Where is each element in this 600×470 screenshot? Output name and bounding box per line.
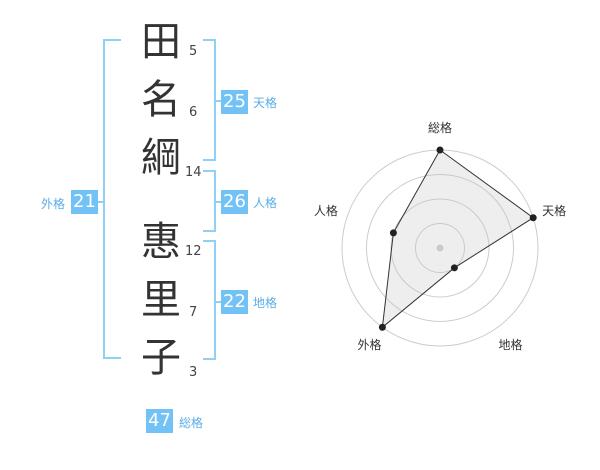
gaikaku-bracket-bottom [103, 297, 121, 359]
soukaku-label: 総格 [179, 416, 204, 430]
surname-char-1: 田 [141, 19, 181, 65]
given-char-2: 里 [141, 277, 181, 323]
stroke-count: 6 [189, 105, 198, 120]
gaikaku-bracket-line [103, 97, 105, 297]
radar-center [436, 244, 444, 252]
stroke-count: 12 [185, 244, 202, 259]
radar-ring [390, 198, 490, 298]
given-char-3: 子 [141, 335, 181, 381]
stroke-count: 3 [189, 365, 198, 380]
surname-char-3: 綱 [141, 135, 181, 181]
chikaku-value-badge: 22 [221, 290, 248, 314]
radar-ring [366, 174, 514, 322]
radar-ring [415, 223, 465, 273]
radar-axis-label: 総格 [428, 120, 452, 135]
stroke-count: 5 [189, 44, 198, 59]
chikaku-bracket [203, 240, 216, 360]
gaikaku-bracket-top [103, 39, 121, 99]
chikaku-connector [215, 301, 221, 303]
jinkaku-label: 人格 [253, 196, 278, 210]
radar-point [378, 323, 386, 331]
gaikaku-value-badge: 21 [71, 190, 98, 214]
given-char-1: 惠 [141, 219, 181, 265]
radar-point [389, 229, 397, 237]
tenkaku-value-badge: 25 [221, 90, 248, 114]
tenkaku-label: 天格 [253, 96, 278, 110]
jinkaku-value-badge: 26 [221, 190, 248, 214]
radar-axis-label: 地格 [499, 337, 523, 352]
radar-point [450, 264, 458, 272]
radar-point [529, 214, 537, 222]
soukaku-value-badge: 47 [146, 409, 173, 433]
stroke-count: 14 [185, 165, 202, 180]
jinkaku-connector [215, 201, 221, 203]
radar-point [436, 146, 444, 154]
stroke-count: 7 [189, 305, 198, 320]
chikaku-label: 地格 [253, 296, 278, 310]
radar-axis-label: 人格 [314, 203, 338, 218]
gaikaku-label: 外格 [41, 197, 66, 211]
surname-char-2: 名 [141, 77, 181, 123]
radar-axis-label: 天格 [542, 203, 566, 218]
radar-polygon [381, 149, 535, 329]
gaikaku-connector [96, 201, 104, 203]
radar-axis-label: 外格 [357, 337, 381, 352]
tenkaku-connector [215, 100, 221, 102]
